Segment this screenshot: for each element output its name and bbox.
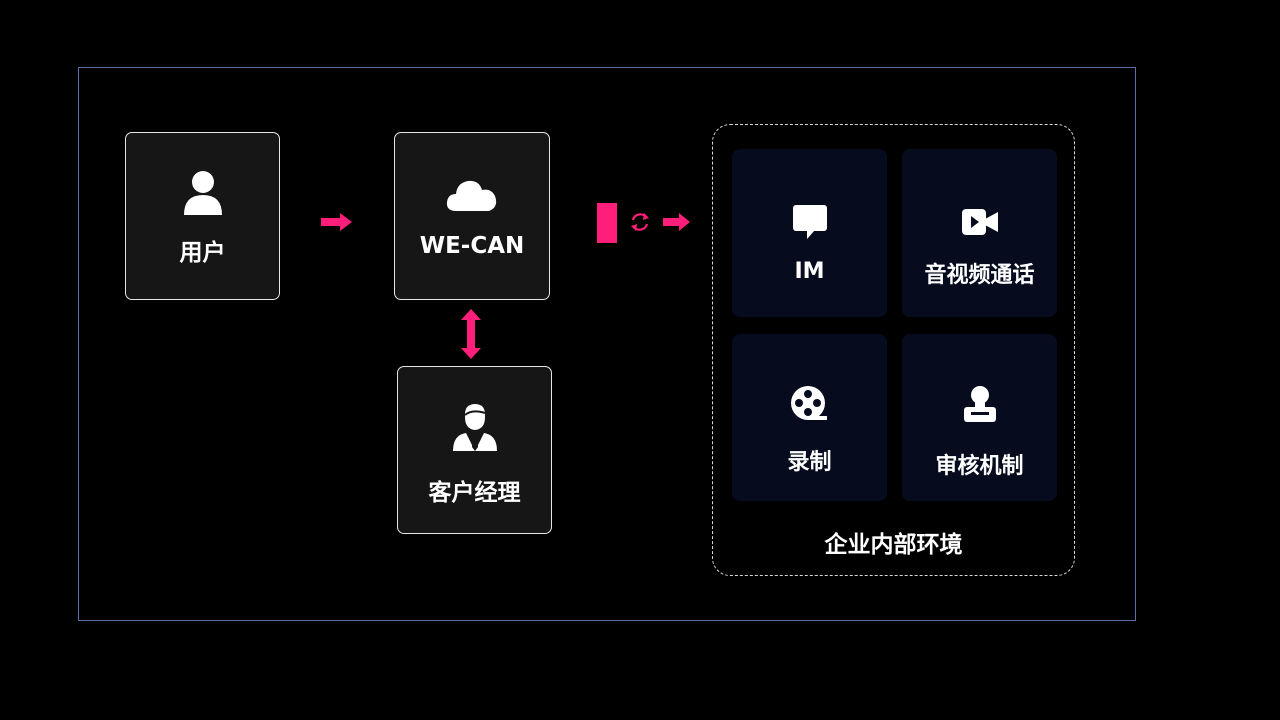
tile-im: IM bbox=[732, 149, 887, 317]
diagram-frame bbox=[78, 67, 1136, 621]
tile-review: 审核机制 bbox=[902, 334, 1057, 501]
sync-icon bbox=[631, 213, 649, 231]
tile-recording: 录制 bbox=[732, 334, 887, 501]
enterprise-label: 企业内部环境 bbox=[824, 532, 963, 558]
film-reel-icon bbox=[790, 386, 827, 420]
tile-video-call: 音视频通话 bbox=[902, 149, 1057, 317]
chat-bubble-icon bbox=[792, 205, 827, 239]
video-camera-icon bbox=[961, 209, 998, 235]
tile-review-label: 审核机制 bbox=[935, 454, 1024, 479]
cloud-icon bbox=[446, 180, 497, 211]
arrow-to-enterprise bbox=[663, 213, 690, 231]
tile-video-call-label: 音视频通话 bbox=[924, 263, 1035, 288]
business-person-icon bbox=[452, 404, 497, 451]
enterprise-environment: IM 音视频通话 录制 审核机制 企业内部环境 bbox=[712, 124, 1075, 576]
arrow-wecan-manager-bidirectional bbox=[461, 309, 481, 359]
user-label: 用户 bbox=[179, 240, 226, 266]
stamp-icon bbox=[963, 386, 996, 422]
manager-label: 客户经理 bbox=[428, 480, 521, 506]
arrow-user-to-wecan bbox=[321, 213, 352, 231]
tile-im-label: IM bbox=[794, 259, 825, 284]
user-icon bbox=[183, 171, 222, 215]
wecan-label: WE-CAN bbox=[419, 233, 525, 259]
tile-recording-label: 录制 bbox=[787, 450, 832, 475]
manager-node: 客户经理 bbox=[397, 366, 552, 534]
wecan-node: WE-CAN bbox=[394, 132, 550, 300]
user-node: 用户 bbox=[125, 132, 280, 300]
gateway-bar bbox=[597, 203, 617, 243]
